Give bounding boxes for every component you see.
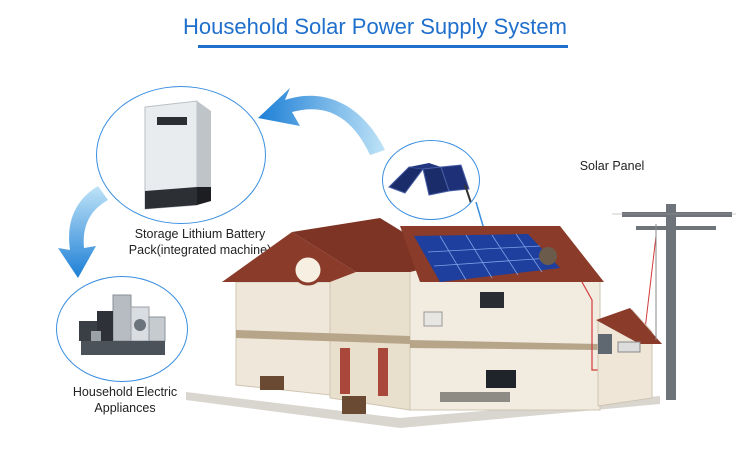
battery-label-line2: Pack(integrated machine): [128, 243, 272, 257]
battery-circle: [96, 86, 266, 224]
solar-panel-label: Solar Panel: [579, 159, 645, 173]
appliances-circle: [56, 276, 188, 382]
appliances-label-line2: Appliances: [94, 401, 156, 415]
battery-label: Storage Lithium Battery Pack(integrated …: [100, 226, 300, 258]
portable-solar-panel-icon: [388, 163, 472, 204]
page-title: Household Solar Power Supply System: [183, 14, 567, 39]
battery-label-line1: Storage Lithium Battery: [134, 227, 266, 241]
battery-inverter-icon: [144, 100, 211, 210]
title-underline: [198, 45, 568, 48]
appliances-label-line1: Household Electric: [72, 385, 178, 399]
appliances-label: Household Electric Appliances: [50, 384, 200, 416]
solar-panel-circle: [382, 140, 480, 220]
appliance-group-icon: [79, 294, 166, 355]
